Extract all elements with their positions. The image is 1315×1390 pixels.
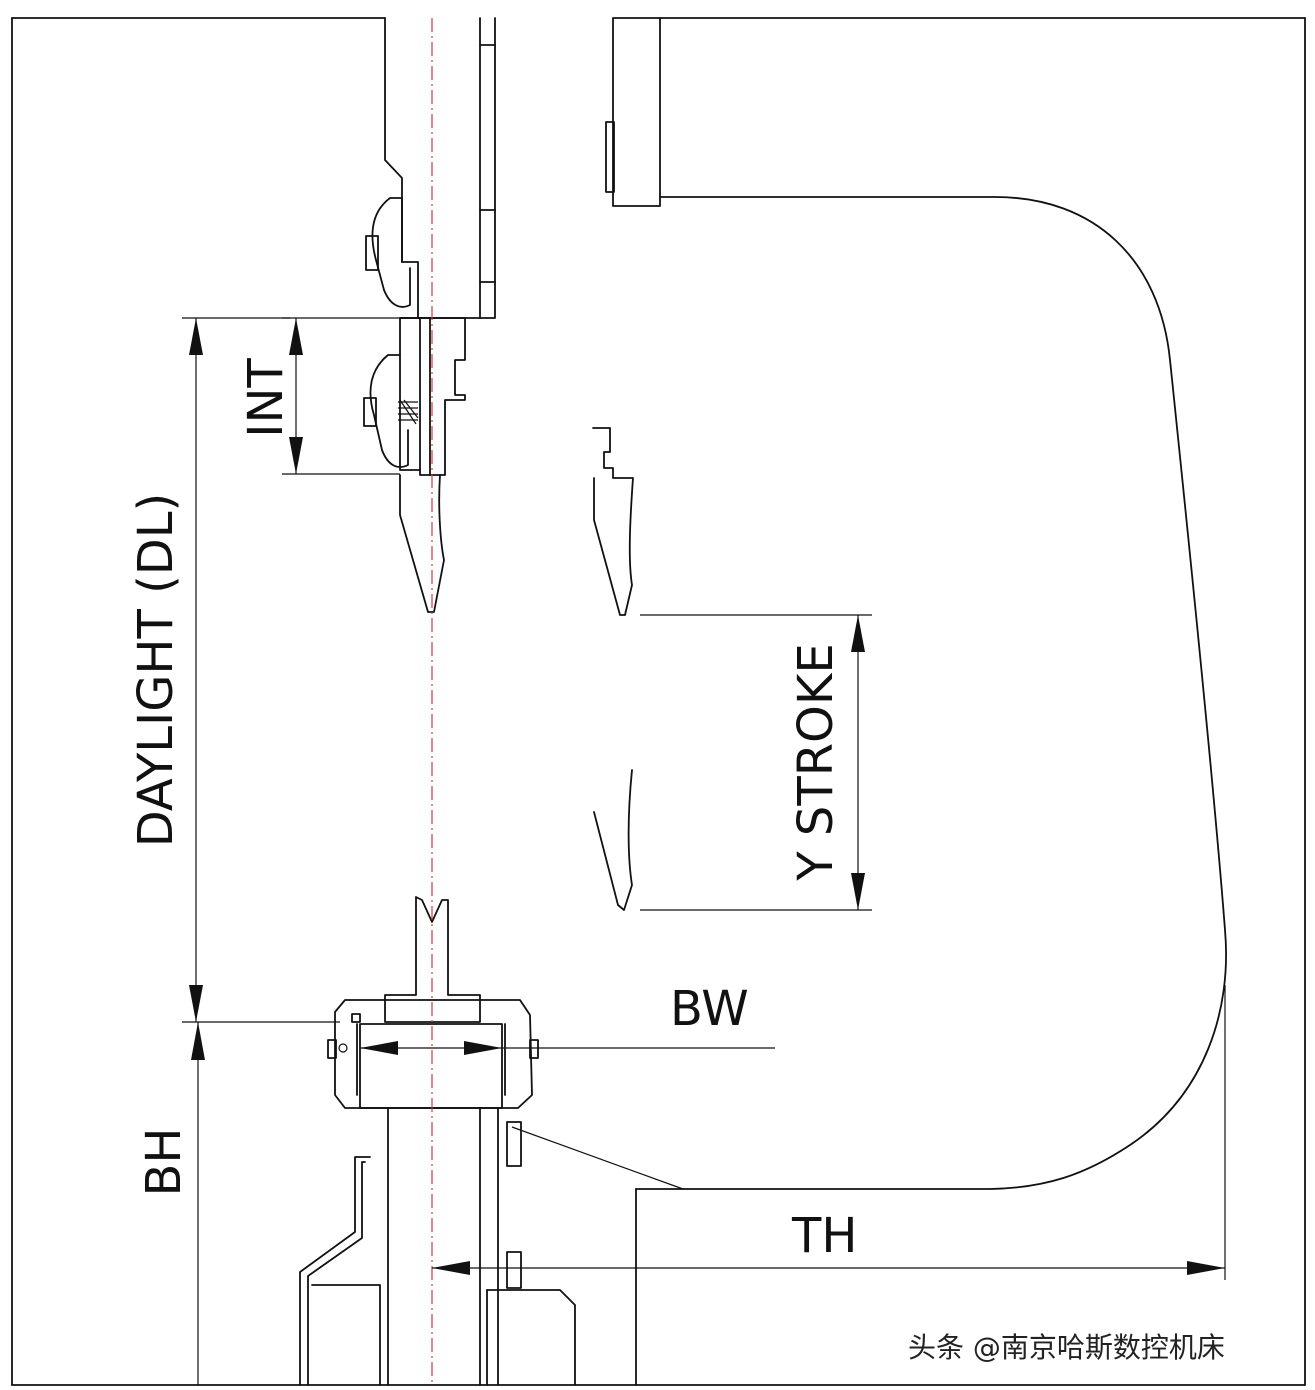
th-dimension [432,985,1226,1280]
th-label: TH [791,1208,857,1264]
upper-clamp-bottom [363,354,419,468]
bw-label: BW [670,981,749,1037]
int-label: INT [238,358,294,438]
side-frame-outline [511,17,1227,1386]
y-stroke-arrow-bottom [851,873,865,910]
int-arrow-top [289,318,303,355]
y-stroke-label: Y STROKE [788,643,844,881]
daylight-label: DAYLIGHT (DL) [128,493,184,847]
upper-clamp-top [365,197,411,308]
bw-arrow-right [464,1041,502,1055]
left-bracket [299,1156,381,1386]
th-arrow-right [1187,1261,1225,1275]
die-holder [327,999,539,1109]
bh-arrow-top [191,1022,205,1060]
drawing-frame [11,17,1306,1386]
bh-label: BH [136,1127,192,1196]
watermark-text: 头条 @南京哈斯数控机床 [908,1331,1225,1364]
bw-arrow-left [360,1041,398,1055]
punch-lower-position [593,769,633,911]
int-arrow-bottom [289,437,303,474]
y-stroke-dimension [640,614,872,911]
punch-tool [399,474,445,613]
y-stroke-arrow-top [851,615,865,652]
int-dimension [282,317,420,475]
daylight-arrow-top [189,318,203,355]
punch-upper-position [592,427,634,616]
th-arrow-left [432,1261,470,1275]
bh-dimension [191,1022,205,1385]
bw-dimension [360,1041,775,1055]
daylight-dimension [182,317,340,1023]
lower-beam [387,1107,576,1386]
upper-beam [384,17,496,319]
daylight-arrow-bottom [189,985,203,1022]
lower-die [384,896,481,1023]
